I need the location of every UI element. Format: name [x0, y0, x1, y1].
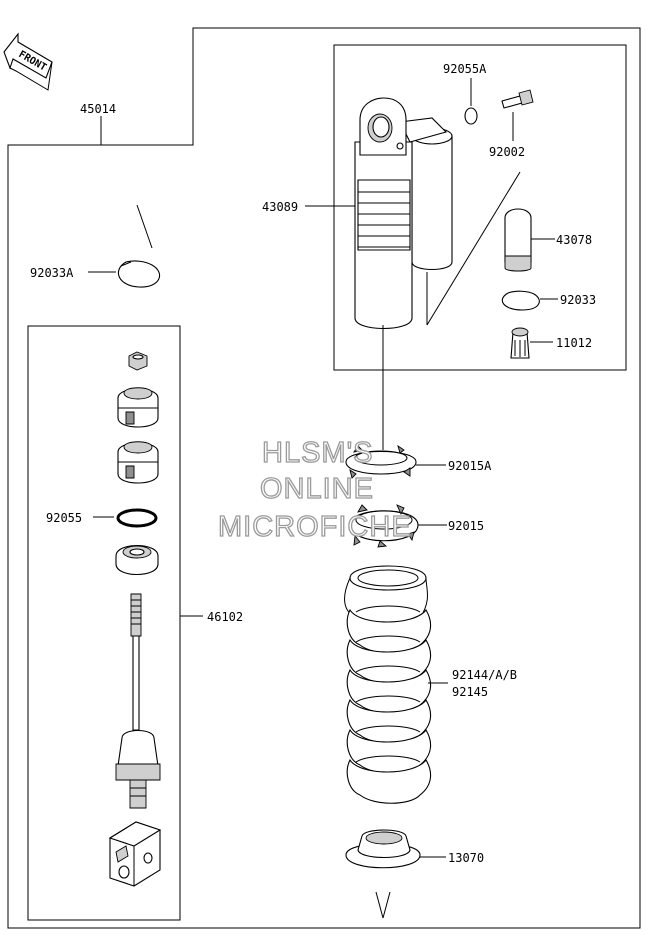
- part-label-92033: 92033: [560, 293, 596, 307]
- part-label-92144: 92144/A/B: [452, 668, 517, 682]
- reservoir-cylinder: [399, 117, 453, 271]
- watermark: HLSM'S ONLINE MICROFICHE: [217, 436, 412, 543]
- bushing-lower: [117, 441, 159, 484]
- part-label-92015A: 92015A: [448, 459, 492, 473]
- front-arrow-icon: FRONT: [3, 32, 53, 91]
- reservoir-box: [333, 44, 627, 371]
- part-label-92055A: 92055A: [443, 62, 487, 76]
- part-label-13070: 13070: [448, 851, 484, 865]
- part-label-92055: 92055: [46, 511, 82, 525]
- nut: [128, 351, 148, 371]
- part-label-43089: 43089: [262, 200, 298, 214]
- circlip-92033A: [88, 204, 161, 288]
- circlip-92033: [501, 290, 540, 311]
- watermark-line-1: HLSM'S: [262, 437, 373, 469]
- part-label-11012: 11012: [556, 336, 592, 350]
- damper-box: [27, 325, 181, 921]
- part-label-43078: 43078: [556, 233, 592, 247]
- part-label-46102: 46102: [207, 610, 243, 624]
- lower-clevis: [108, 821, 162, 887]
- damper-rod: [115, 593, 161, 809]
- bolt-92002: [501, 89, 534, 109]
- lock-nut-92015A: [345, 444, 417, 479]
- o-ring-92055: [116, 508, 158, 528]
- part-label-92002: 92002: [489, 145, 525, 159]
- part-label-92033A: 92033A: [30, 266, 74, 280]
- watermark-line-3: MICROFICHE: [218, 511, 412, 543]
- bushing-upper: [117, 387, 159, 428]
- bladder-43078: [504, 208, 532, 272]
- part-label-45014: 45014: [80, 102, 116, 116]
- o-ring-92055A: [464, 107, 478, 125]
- adjuster-nut-92015: [349, 504, 419, 548]
- spring-92144: [344, 565, 432, 804]
- assembly-outline: [7, 27, 641, 929]
- shock-cylinder-43089: [354, 97, 413, 330]
- valve-cap-11012: [510, 327, 530, 359]
- spring-seat-13070: [345, 829, 421, 869]
- part-label-92145: 92145: [452, 685, 488, 699]
- part-label-92015: 92015: [448, 519, 484, 533]
- collar: [115, 545, 159, 575]
- watermark-line-2: ONLINE: [260, 473, 374, 505]
